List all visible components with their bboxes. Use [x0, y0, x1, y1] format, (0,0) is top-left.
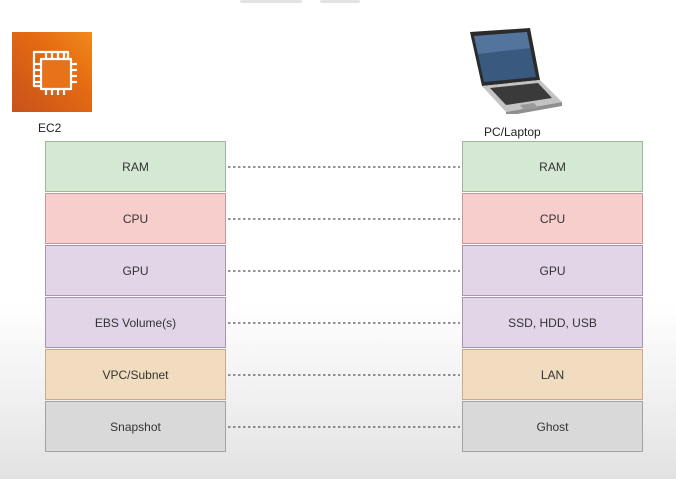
pc-gpu-block: GPU [462, 245, 643, 296]
pc-cpu-block: CPU [462, 193, 643, 244]
ec2-label: EC2 [38, 121, 62, 135]
ec2-ram-block: RAM [45, 141, 226, 192]
ec2-component-stack: RAM CPU GPU EBS Volume(s) VPC/Subnet Sna… [45, 141, 226, 453]
ec2-cpu-block: CPU [45, 193, 226, 244]
ec2-vpc-subnet-block: VPC/Subnet [45, 349, 226, 400]
ec2-gpu-block: GPU [45, 245, 226, 296]
pc-ghost-block: Ghost [462, 401, 643, 452]
pc-component-stack: RAM CPU GPU SSD, HDD, USB LAN Ghost [462, 141, 643, 453]
top-edge-artifact [240, 0, 302, 3]
pc-laptop-label: PC/Laptop [484, 125, 541, 139]
pc-ram-block: RAM [462, 141, 643, 192]
ec2-chip-icon [12, 32, 92, 112]
top-edge-artifact [320, 0, 360, 3]
pc-storage-block: SSD, HDD, USB [462, 297, 643, 348]
pc-lan-block: LAN [462, 349, 643, 400]
laptop-icon [460, 26, 564, 116]
ec2-ebs-volume-block: EBS Volume(s) [45, 297, 226, 348]
ec2-snapshot-block: Snapshot [45, 401, 226, 452]
